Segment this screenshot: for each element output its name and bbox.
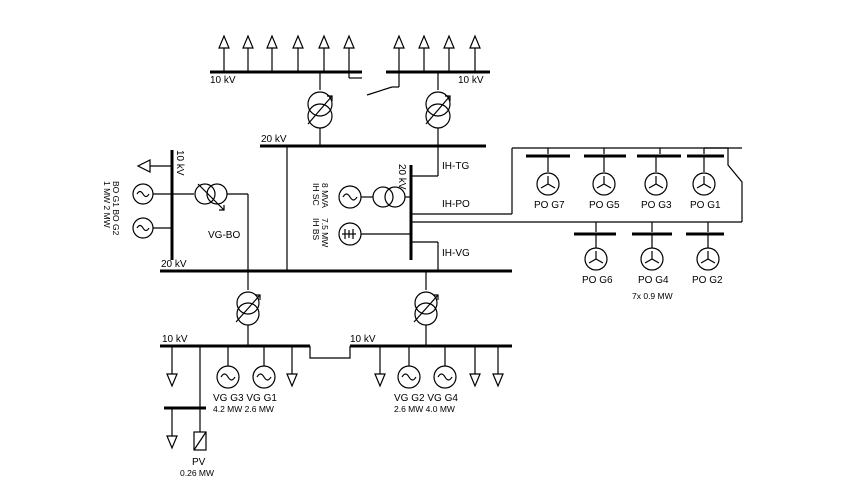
vg-left-names: VG G3 VG G1 (213, 393, 277, 404)
vg-right-names: VG G2 VG G4 (394, 393, 458, 404)
bo-load-icon (136, 159, 151, 173)
bus-bo-10kv-label: 10 kV (174, 150, 185, 176)
transformer-bottom-right (413, 271, 439, 346)
ih-sc-name: IH SC (311, 183, 321, 206)
po-g2-label: PO G2 (692, 275, 723, 286)
po-rating-label: 7x 0.9 MW (632, 291, 673, 301)
bo-generator-ratings: 1 MW 2 MW (102, 181, 112, 228)
po-g6-label: PO G6 (582, 275, 613, 286)
bottom-left-load (166, 346, 178, 388)
transformer-vg-bo (172, 183, 249, 271)
bus-ih-20kv-label: 20 kV (396, 164, 407, 190)
vg-g4-generator (433, 346, 457, 389)
bus-top-left-10kv-label: 10 kV (210, 75, 236, 86)
bus-bottom-mid-10kv-label: 10 kV (350, 334, 376, 345)
bo-g1-generator (132, 183, 172, 205)
top-right-loads (393, 34, 481, 72)
top-left-loads (218, 34, 355, 72)
vg-g2-generator (397, 346, 421, 389)
pv-name: PV (192, 457, 206, 468)
bottom-tie-line (309, 346, 351, 359)
vg-g1-generator (252, 346, 276, 389)
bottom-mid-load (374, 346, 386, 388)
feeder-ih-po-label: IH-PO (442, 199, 470, 210)
po-g1-label: PO G1 (690, 200, 721, 211)
po-g4-label: PO G4 (638, 275, 669, 286)
po-g3-label: PO G3 (641, 200, 672, 211)
bo-generator-names: BO G1 BO G2 (111, 181, 121, 236)
bottom-left-load (286, 346, 298, 388)
bus-bottom-left-10kv-label: 10 kV (162, 334, 188, 345)
bottom-mid-load (492, 346, 504, 388)
ih-bs-name: IH BS (311, 218, 321, 241)
ih-sc-rating: 8 MVA (320, 183, 330, 208)
ih-bs-unit (338, 222, 411, 246)
bo-g2-generator (132, 217, 172, 239)
ih-sc-unit (338, 185, 411, 209)
bus-top-right-10kv-label: 10 kV (458, 75, 484, 86)
pv-panel-icon (193, 408, 207, 451)
pv-load (166, 408, 178, 450)
vg-right-ratings: 2.6 MW 4.0 MW (394, 404, 455, 414)
transformer-top-left (307, 72, 333, 146)
vg-left-ratings: 4.2 MW 2.6 MW (213, 404, 274, 414)
wind-turbine-icon (640, 234, 664, 271)
vg-g3-generator (216, 346, 240, 389)
wind-turbine-icon (584, 234, 608, 271)
transformer-top-right (425, 72, 451, 146)
po-g5-label: PO G5 (589, 200, 620, 211)
wind-turbine-icon (692, 156, 716, 196)
ih-bs-rating: 7.5 MW (320, 218, 330, 247)
po-g7-label: PO G7 (534, 200, 565, 211)
wind-turbine-icon (696, 234, 720, 271)
transformer-bottom-left (235, 271, 261, 346)
feeder-ih-tg-label: IH-TG (442, 161, 469, 172)
bus-lower-20kv-label: 20 kV (161, 259, 187, 270)
pv-rating: 0.26 MW (180, 468, 214, 478)
bus-upper-20kv-label: 20 kV (261, 134, 287, 145)
wind-turbine-icon (644, 156, 668, 196)
feeder-vg-bo-label: VG-BO (208, 230, 240, 241)
top-tie-switch (348, 72, 400, 96)
wind-turbine-icon (592, 156, 616, 196)
bottom-mid-load (469, 346, 481, 388)
feeder-ih-vg-label: IH-VG (442, 248, 470, 259)
wind-turbine-icon (536, 156, 560, 196)
